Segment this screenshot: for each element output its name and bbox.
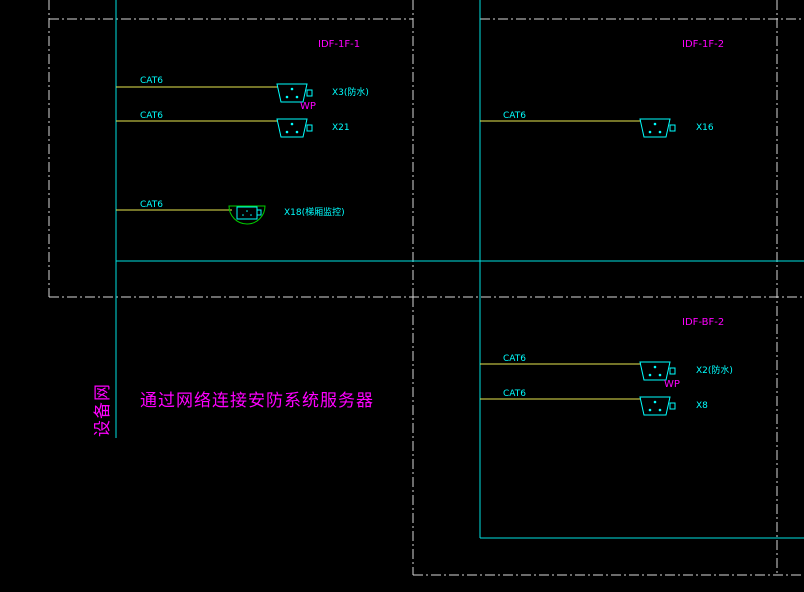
cable-label: CAT6 (140, 111, 163, 121)
cable-label: CAT6 (503, 389, 526, 399)
device-label: X16 (696, 123, 714, 133)
cable-label: CAT6 (140, 76, 163, 86)
wp-label: WP (664, 379, 680, 390)
camera-icon[interactable] (276, 83, 313, 103)
camera-icon[interactable] (639, 396, 676, 416)
cable-run-2: CAT6 X21 (116, 111, 350, 138)
cable-label: CAT6 (503, 111, 526, 121)
diagram-caption: 通过网络连接安防系统服务器 (140, 391, 374, 411)
camera-icon[interactable] (276, 118, 313, 138)
cable-run-1: CAT6 X3(防水) WP (116, 76, 369, 112)
room-title-idf1: IDF-1F-1 (318, 39, 360, 50)
wp-label: WP (300, 101, 316, 112)
cable-label: CAT6 (140, 200, 163, 210)
device-label: X8 (696, 401, 708, 411)
cable-run-5: CAT6 X2(防水) WP (480, 354, 733, 390)
device-label: X3(防水) (332, 86, 369, 98)
room-title-idfb: IDF-BF-2 (682, 317, 724, 328)
camera-icon[interactable] (639, 118, 676, 138)
cable-run-4: CAT6 X16 (480, 111, 714, 138)
cable-run-6: CAT6 X8 (480, 389, 708, 416)
dome-camera-icon[interactable] (228, 205, 266, 225)
room-title-idf2: IDF-1F-2 (682, 39, 724, 50)
cable-label: CAT6 (503, 354, 526, 364)
camera-icon[interactable] (639, 361, 676, 381)
device-label: X2(防水) (696, 364, 733, 376)
network-bus (115, 0, 804, 539)
device-label: X21 (332, 123, 350, 133)
room-borders (48, 0, 804, 576)
cable-run-3: CAT6 X18(梯厢监控) (116, 200, 345, 225)
device-label: X18(梯厢监控) (284, 206, 345, 218)
network-vertical-label: 设备网 (93, 383, 113, 437)
